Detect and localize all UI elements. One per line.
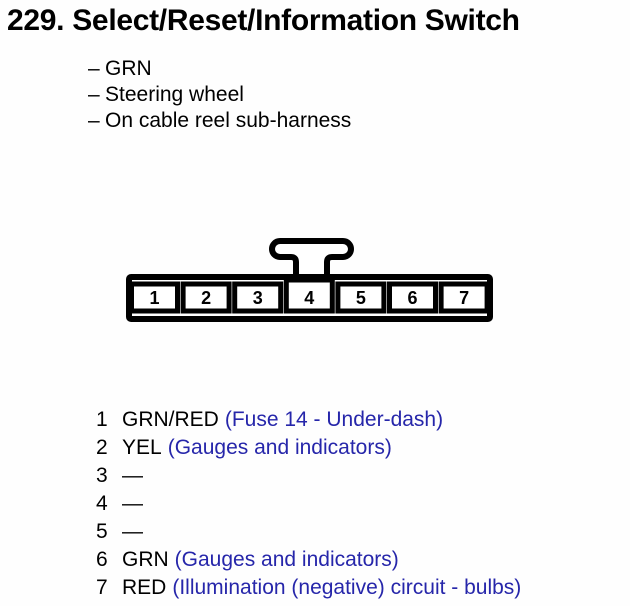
pin-wire-color: —	[122, 464, 143, 487]
connector-pin-cell	[387, 281, 438, 314]
connector-pin-number: 2	[201, 288, 211, 308]
pin-wire-color: GRN/RED	[122, 408, 219, 431]
connector-pin-number: 5	[356, 288, 366, 308]
pin-circuit-detail: (Gauges and indicators)	[174, 548, 399, 571]
pin-number: 4	[96, 492, 108, 515]
pin-circuit-detail: (Fuse 14 - Under-dash)	[224, 408, 444, 431]
bullet-item: –GRN	[88, 56, 351, 82]
connector-pin-cell	[129, 281, 180, 314]
pin-row: 2 YEL(Gauges and indicators)	[96, 434, 521, 462]
connector-pin-cells: 1 2 3 4 5 6 7	[129, 277, 490, 314]
pin-wire-color: —	[122, 492, 143, 515]
bullet-dash: –	[88, 109, 100, 132]
connector-pin-cell	[180, 281, 232, 314]
pin-number: 3	[96, 464, 108, 487]
pin-wire-color: GRN	[122, 548, 169, 571]
pin-number: 6	[96, 548, 108, 571]
connector-pin-number: 7	[459, 288, 469, 308]
page-title: 229. Select/Reset/Information Switch	[7, 4, 520, 37]
pin-row: 7 RED(Illumination (negative) circuit - b…	[96, 574, 521, 602]
pin-row: 1 GRN/RED(Fuse 14 - Under-dash)	[96, 406, 521, 434]
pin-row: 3—	[96, 462, 521, 490]
pin-wire-color: RED	[122, 576, 167, 599]
pin-row: 4—	[96, 490, 521, 518]
bullet-text: Steering wheel	[105, 83, 244, 106]
bullet-text: GRN	[105, 57, 152, 80]
connector-pin-number: 1	[149, 288, 159, 308]
bullet-dash: –	[88, 83, 100, 106]
pin-number: 5	[96, 520, 108, 543]
pin-row: 5—	[96, 518, 521, 546]
bullet-item: –On cable reel sub-harness	[88, 108, 351, 134]
connector-pin-number: 6	[407, 288, 417, 308]
connector-pin-cell	[438, 281, 490, 314]
bullet-text: On cable reel sub-harness	[105, 109, 352, 132]
pin-circuit-detail: (Illumination (negative) circuit - bulbs…	[172, 576, 522, 599]
pin-wire-color: YEL	[122, 436, 162, 459]
pin-number: 2	[96, 436, 108, 459]
bullet-dash: –	[88, 57, 100, 80]
connector-pin-number: 4	[304, 288, 314, 308]
bullet-item: –Steering wheel	[88, 82, 351, 108]
connector-pin-cell	[335, 281, 387, 314]
pin-wire-color: —	[122, 520, 143, 543]
pin-circuit-detail: (Gauges and indicators)	[167, 436, 392, 459]
pin-row: 6 GRN(Gauges and indicators)	[96, 546, 521, 574]
bullet-list: –GRN–Steering wheel–On cable reel sub-ha…	[88, 56, 351, 134]
connector-pin-cell	[232, 281, 284, 314]
pin-number: 1	[96, 408, 108, 431]
connector-pin-number: 3	[253, 288, 263, 308]
connector-pin-cell	[283, 277, 335, 314]
pin-number: 7	[96, 576, 108, 599]
connector-latch	[269, 238, 354, 279]
